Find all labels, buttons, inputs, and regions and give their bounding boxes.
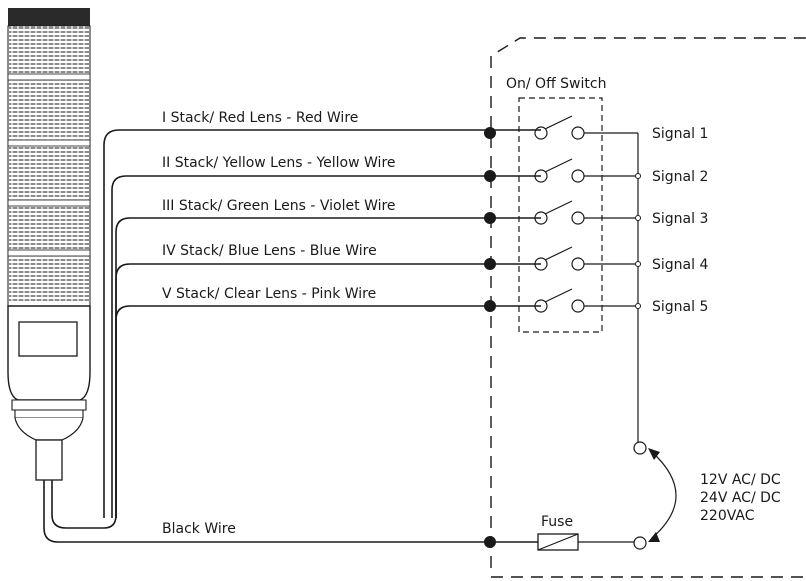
- wire-1-path: [103, 129, 541, 518]
- signal-3-label: Signal 3: [652, 211, 708, 227]
- junction-5: [484, 300, 496, 312]
- power-terminal-bottom: [633, 536, 647, 550]
- junction-4: [484, 258, 496, 270]
- signal-1-label: Signal 1: [652, 126, 708, 142]
- power-line-1: 12V AC/ DC: [700, 472, 781, 488]
- switch-2: [534, 158, 638, 183]
- black-wire: Black Wire Fuse: [43, 480, 634, 551]
- junction-1: [484, 127, 496, 139]
- wire-1-label: I Stack/ Red Lens - Red Wire: [162, 110, 358, 126]
- junction-2: [484, 170, 496, 182]
- wire-3-path: [115, 217, 541, 518]
- junction-3: [484, 212, 496, 224]
- wire-5-label: V Stack/ Clear Lens - Pink Wire: [162, 286, 376, 302]
- power-line-2: 24V AC/ DC: [700, 490, 781, 506]
- wire-2-path: [111, 175, 541, 518]
- signal-4-label: Signal 4: [652, 257, 708, 273]
- switch-1: [534, 115, 638, 140]
- wire-3-label: III Stack/ Green Lens - Violet Wire: [162, 198, 396, 214]
- signal-tower: [7, 8, 91, 481]
- power-terminals: 12V AC/ DC 24V AC/ DC 220VAC: [633, 441, 781, 550]
- wire-5-path: [115, 305, 541, 518]
- switches: [534, 115, 638, 313]
- signal-2-label: Signal 2: [652, 169, 708, 185]
- junction-black: [484, 536, 496, 548]
- tower-loop: [51, 480, 117, 529]
- switch-5: [534, 288, 638, 313]
- tower-stacks: [7, 25, 91, 307]
- signal-bus: Signal 1 Signal 2 Signal 3 Signal 4 Sign…: [635, 126, 708, 442]
- tower-base-window: [18, 321, 78, 357]
- fuse-label: Fuse: [541, 514, 573, 530]
- black-wire-path: [43, 480, 538, 543]
- switch-4: [534, 246, 638, 271]
- power-arrow: [651, 451, 677, 539]
- signal-5-label: Signal 5: [652, 299, 708, 315]
- power-line-3: 220VAC: [700, 508, 755, 524]
- black-wire-label: Black Wire: [162, 521, 236, 537]
- switch-box: [518, 97, 603, 333]
- wire-4-path: [115, 263, 541, 518]
- tower-connector: [35, 439, 63, 481]
- tower-cap: [8, 8, 90, 26]
- wire-2-label: II Stack/ Yellow Lens - Yellow Wire: [162, 155, 396, 171]
- signal-wires: I Stack/ Red Lens - Red Wire II Stack/ Y…: [51, 110, 541, 529]
- switch-3: [534, 200, 638, 225]
- enclosure-boundary: [490, 37, 806, 568]
- wire-4-label: IV Stack/ Blue Lens - Blue Wire: [162, 243, 377, 259]
- switch-box-label: On/ Off Switch: [506, 76, 606, 92]
- power-terminal-top: [633, 441, 647, 455]
